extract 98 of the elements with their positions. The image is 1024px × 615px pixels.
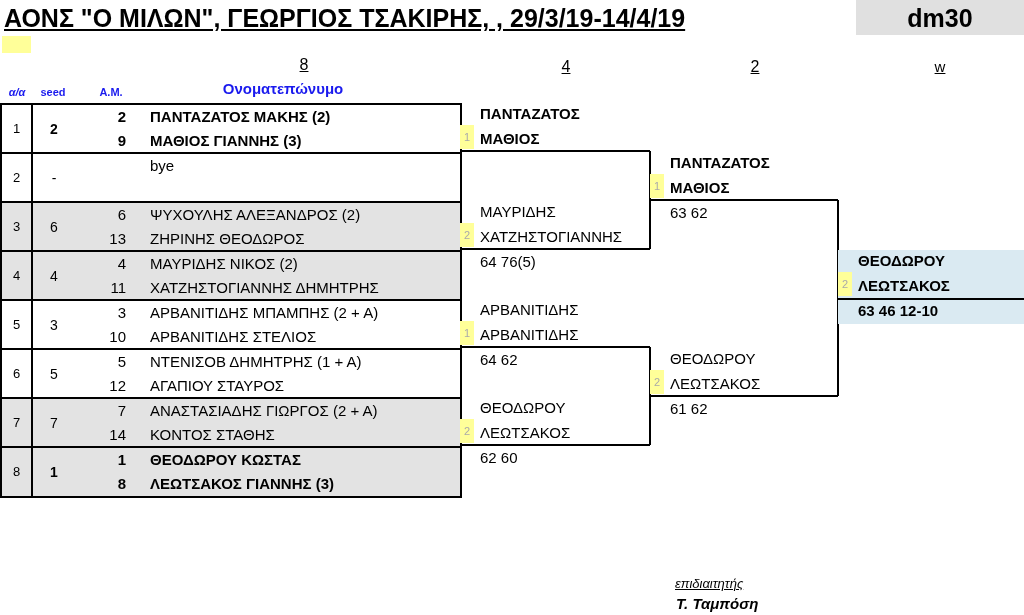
winner-name: ΘΕΟΔΩΡΟΥ <box>480 399 566 417</box>
player-number: 8 <box>116 475 126 493</box>
player-name: ΜΑΥΡΙΔΗΣ ΝΙΚΟΣ (2) <box>150 255 298 273</box>
seed-line-number: 1 <box>460 321 474 345</box>
round-header: 8 <box>299 56 309 74</box>
player-name: ΚΟΝΤΟΣ ΣΤΑΘΗΣ <box>150 426 275 444</box>
winner-name: ΧΑΤΖΗΣΤΟΓΙΑΝΝΗΣ <box>480 228 623 246</box>
row-number: 6 <box>11 364 22 383</box>
row-number: 7 <box>11 413 22 432</box>
row-number: 8 <box>11 463 22 481</box>
player-name: ΝΤΕΝΙΣΟΒ ΔΗΜΗΤΡΗΣ (1 + Α) <box>150 353 362 371</box>
player-name: ΧΑΤΖΗΣΤΟΓΙΑΝΝΗΣ ΔΗΜΗΤΡΗΣ <box>150 279 379 297</box>
player-number: 4 <box>116 255 126 273</box>
player-name: ΠΑΝΤΑΖΑΤΟΣ ΜΑΚΗΣ (2) <box>150 108 331 126</box>
winner-name: ΘΕΟΔΩΡΟΥ <box>858 252 945 270</box>
match-score: 62 60 <box>480 449 518 467</box>
match-score: 63 62 <box>670 204 708 222</box>
seed-line-number: 2 <box>838 272 852 296</box>
winner-name: ΑΡΒΑΝΙΤΙΔΗΣ <box>480 326 579 344</box>
seed-line-number: 1 <box>650 174 664 198</box>
player-number: 7 <box>116 402 126 420</box>
row-number: 1 <box>11 119 22 138</box>
bracket-line <box>649 199 651 250</box>
winner-name: ΜΑΘΙΟΣ <box>480 130 540 148</box>
row-number: 4 <box>11 266 22 285</box>
match-score: 64 62 <box>480 351 518 369</box>
referee-name: Τ. Ταμπόση <box>676 595 759 613</box>
entry-row <box>0 103 462 154</box>
player-number: 10 <box>108 328 126 346</box>
seed-number: 6 <box>49 217 59 236</box>
seed-number: 2 <box>49 119 59 138</box>
player-name: ΑΝΑΣΤΑΣΙΑΔΗΣ ΓΙΩΡΓΟΣ (2 + Α) <box>150 402 378 420</box>
winner-name: ΠΑΝΤΑΖΑΤΟΣ <box>480 105 580 123</box>
seed-number: 7 <box>49 413 59 432</box>
winner-name: ΛΕΩΤΣΑΚΟΣ <box>670 375 761 393</box>
winner-name: ΛΕΩΤΣΑΚΟΣ <box>858 277 950 295</box>
seed-number: 5 <box>49 364 59 383</box>
round-header: 4 <box>561 58 571 76</box>
bracket-line <box>649 346 651 397</box>
entry-row <box>0 250 462 301</box>
player-number: 3 <box>116 304 126 322</box>
winner-name: ΠΑΝΤΑΖΑΤΟΣ <box>670 154 770 172</box>
draw-code: dm30 <box>906 5 974 31</box>
winner-name: ΜΑΥΡΙΔΗΣ <box>480 203 556 221</box>
bye-entry: bye <box>150 157 175 175</box>
player-number: 1 <box>116 451 126 469</box>
seed-number: 1 <box>49 463 59 481</box>
seed-line-number: 2 <box>650 370 664 394</box>
seed-number: 4 <box>49 266 59 285</box>
winner-name: ΑΡΒΑΝΙΤΙΔΗΣ <box>480 301 579 319</box>
round-header: 2 <box>750 58 760 76</box>
code-box <box>856 0 1024 35</box>
player-name: ΨΥΧΟΥΛΗΣ ΑΛΕΞΑΝΔΡΟΣ (2) <box>150 206 361 224</box>
match-score: 61 62 <box>670 400 708 418</box>
player-name: ΖΗΡΙΝΗΣ ΘΕΟΔΩΡΟΣ <box>150 230 305 248</box>
player-name: ΑΡΒΑΝΙΤΙΔΗΣ ΣΤΕΛΙΟΣ <box>150 328 317 346</box>
seed-line-number: 2 <box>460 419 474 443</box>
player-number: 6 <box>116 206 126 224</box>
seed-number: - <box>50 168 58 187</box>
seed-line-number: 2 <box>460 223 474 247</box>
match-score: 64 76(5) <box>480 253 536 271</box>
winner-name: ΘΕΟΔΩΡΟΥ <box>670 350 756 368</box>
column-header: α/α <box>8 85 26 100</box>
entry-row <box>0 152 462 203</box>
winner-name: ΜΑΘΙΟΣ <box>670 179 730 197</box>
player-number: 9 <box>116 132 126 150</box>
row-number: 3 <box>11 217 22 236</box>
column-header: Ονοματεπώνυμο <box>222 80 344 98</box>
player-name: ΘΕΟΔΩΡΟΥ ΚΩΣΤΑΣ <box>150 451 301 469</box>
player-name: ΑΓΑΠΙΟΥ ΣΤΑΥΡΟΣ <box>150 377 285 395</box>
champion-box <box>838 250 1024 324</box>
tournament-title: ΑΟΝΣ "Ο ΜΙΛΩΝ", ΓΕΩΡΓΙΟΣ ΤΣΑΚΙΡΗΣ, , 29/3/19-14/4/19 <box>4 3 686 34</box>
entry-row <box>0 201 462 252</box>
player-name: ΑΡΒΑΝΙΤΙΔΗΣ ΜΠΑΜΠΗΣ (2 + Α) <box>150 304 379 322</box>
bracket-line <box>649 150 651 201</box>
match-score: 63 46 12-10 <box>858 302 939 320</box>
row-number: 5 <box>11 315 22 334</box>
column-header: seed <box>40 85 66 100</box>
entry-row <box>0 299 462 350</box>
entry-row <box>0 397 462 448</box>
player-number: 5 <box>116 353 126 371</box>
player-name: ΜΑΘΙΟΣ ΓΙΑΝΝΗΣ (3) <box>150 132 302 150</box>
player-number: 2 <box>116 108 126 126</box>
bracket-line <box>649 395 651 446</box>
entry-row <box>0 348 462 399</box>
column-header: A.M. <box>99 85 123 100</box>
player-number: 11 <box>109 279 126 297</box>
player-number: 13 <box>108 230 126 248</box>
round-header: w <box>934 58 946 76</box>
entry-row <box>0 446 462 498</box>
row-number: 2 <box>11 168 22 187</box>
player-number: 12 <box>108 377 126 395</box>
player-name: ΛΕΩΤΣΑΚΟΣ ΓΙΑΝΝΗΣ (3) <box>150 475 335 493</box>
winner-name: ΛΕΩΤΣΑΚΟΣ <box>480 424 571 442</box>
seed-line-number: 1 <box>460 125 474 149</box>
referee-caption: επιδιαιτητής <box>675 575 744 593</box>
seed-number: 3 <box>49 315 59 334</box>
player-number: 14 <box>108 426 126 444</box>
